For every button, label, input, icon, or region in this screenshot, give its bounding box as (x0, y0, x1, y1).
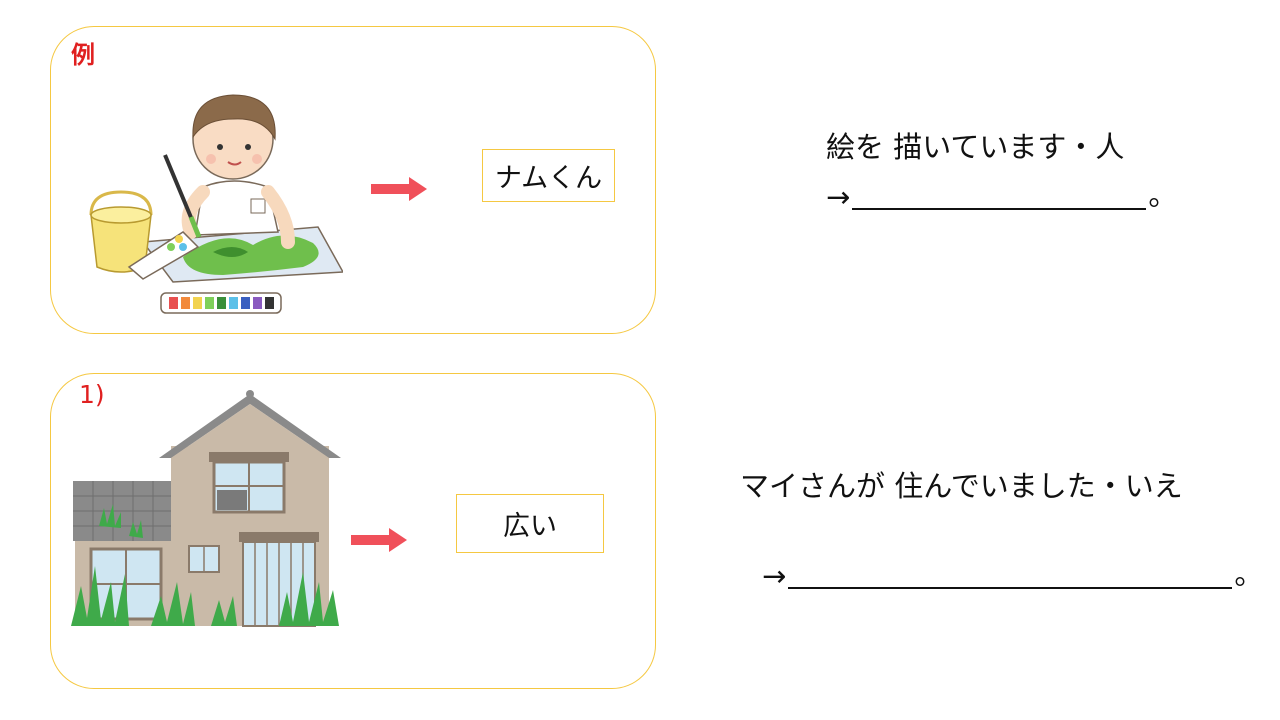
example-answer-blank[interactable] (852, 180, 1147, 210)
example-word-box: ナムくん (482, 149, 615, 202)
example-tag: 例 (71, 41, 95, 69)
question1-phrase: マイさんが 住んでいました・いえ (740, 469, 1183, 503)
question1-answer-line: → 。 (762, 551, 1263, 593)
question1-word-box: 広い (456, 494, 604, 553)
right-arrow-icon (351, 528, 407, 552)
example-phrase: 絵を 描いています・人 (826, 130, 1125, 164)
question1-answer-blank[interactable] (788, 559, 1233, 589)
question1-tag: 1) (79, 380, 105, 409)
answer-period: 。 (1234, 557, 1264, 591)
answer-arrow-icon: → (762, 559, 787, 593)
house-illustration (71, 390, 341, 627)
answer-period: 。 (1148, 178, 1178, 212)
question1-card: 1) (50, 373, 656, 689)
answer-arrow-icon: → (826, 180, 851, 214)
example-answer-line: → 。 (826, 172, 1177, 214)
example-card: 例 (50, 26, 656, 334)
right-arrow-icon (371, 177, 427, 201)
boy-painting-illustration (89, 94, 343, 314)
